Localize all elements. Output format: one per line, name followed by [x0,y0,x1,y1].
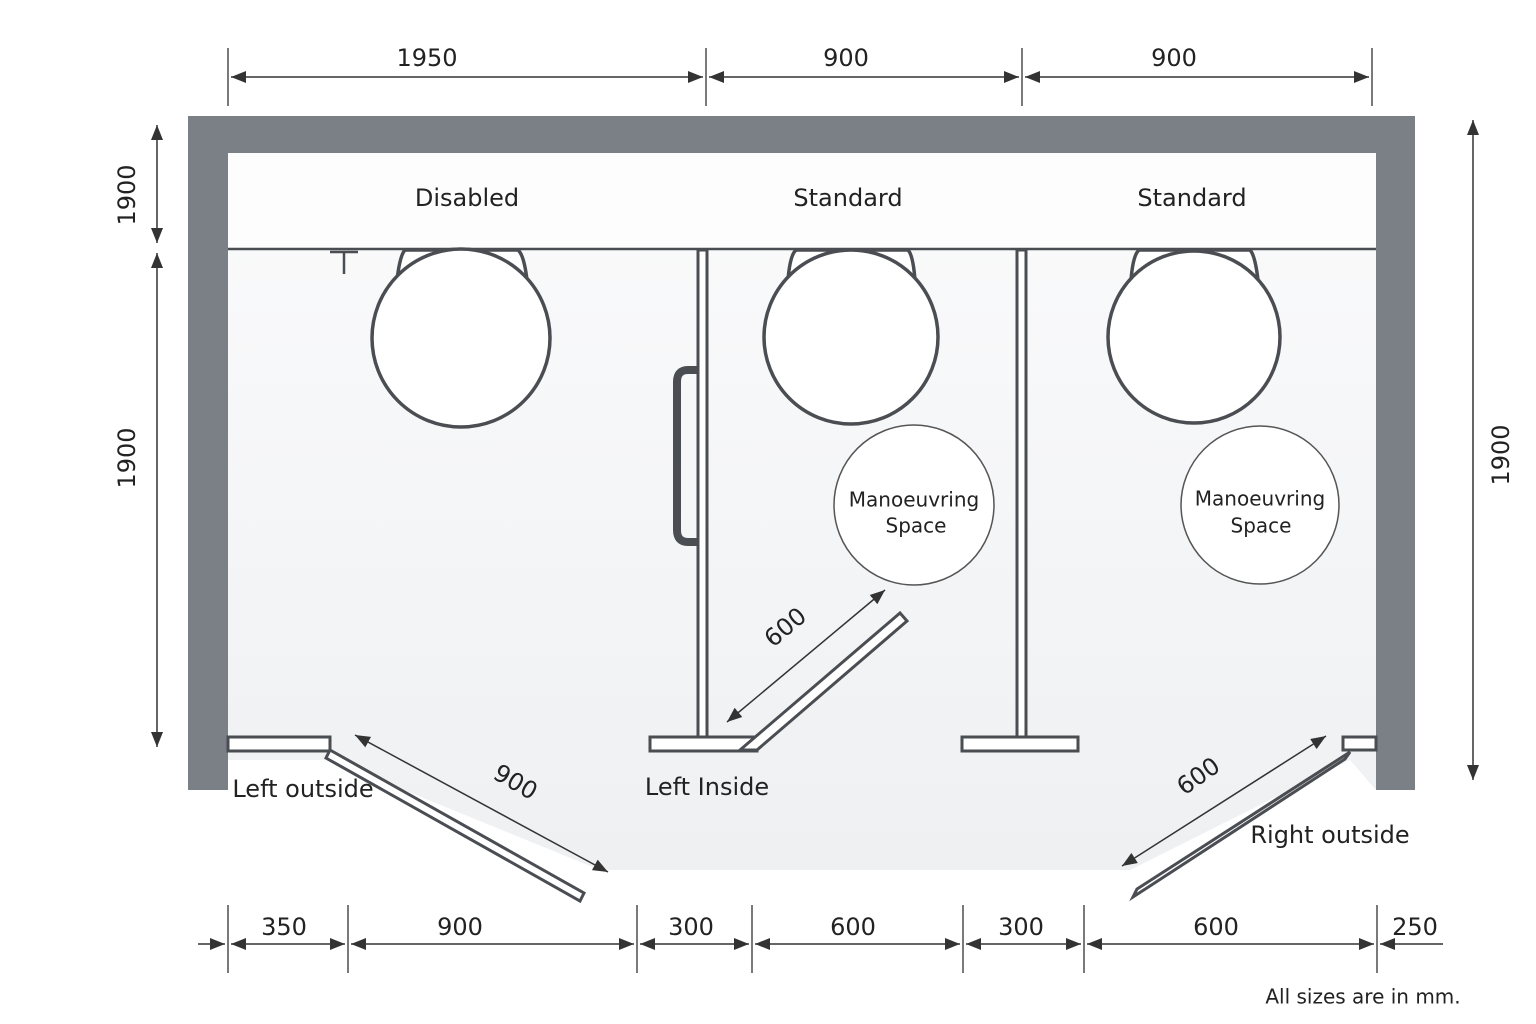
stall-label-standard-1: Standard [793,184,902,212]
space-label-2a: Manoeuvring [849,488,979,512]
header-band [228,153,1376,249]
partition-foot-2 [960,735,1080,753]
dim-bottom-3: 300 [668,913,714,941]
top-dimensions [227,48,1373,106]
dim-bottom-1: 350 [261,913,307,941]
stall-label-disabled: Disabled [415,184,519,212]
door-stub-left [226,735,332,753]
toilet-3 [1106,248,1282,425]
right-wall [1376,116,1415,790]
toilet-1 [370,247,552,429]
dim-bottom-6: 600 [1193,913,1239,941]
door-label-right-outside: Right outside [1250,821,1409,849]
partition-1 [696,248,709,740]
dim-top-2: 900 [823,44,869,72]
dim-bottom-7: 250 [1392,913,1438,941]
dim-left-2: 1900 [113,427,141,488]
bottom-dimensions [198,905,1443,973]
paper-holder-icon [330,250,358,274]
dim-right: 1900 [1487,424,1515,485]
grab-rail [673,366,697,546]
space-label-3a: Manoeuvring [1195,487,1325,511]
dim-bottom-5: 300 [998,913,1044,941]
left-wall [188,116,228,790]
door-label-left-inside: Left Inside [645,773,769,801]
back-wall [188,116,1415,153]
manoeuvring-space-2 [833,424,995,586]
toilet-2 [762,248,940,426]
space-label-2b: Space [886,514,947,538]
units-note: All sizes are in mm. [1265,985,1460,1009]
door-stub-right [1341,735,1378,752]
door-label-left-outside: Left outside [232,775,373,803]
dim-top-3: 900 [1151,44,1197,72]
dim-left-1: 1900 [113,164,141,225]
dim-top-1: 1950 [396,44,457,72]
manoeuvring-space-3 [1180,425,1340,585]
dim-bottom-4: 600 [830,913,876,941]
dim-bottom-2: 900 [437,913,483,941]
stall-label-standard-2: Standard [1137,184,1246,212]
space-label-3b: Space [1231,514,1292,538]
partition-2 [1015,248,1028,740]
